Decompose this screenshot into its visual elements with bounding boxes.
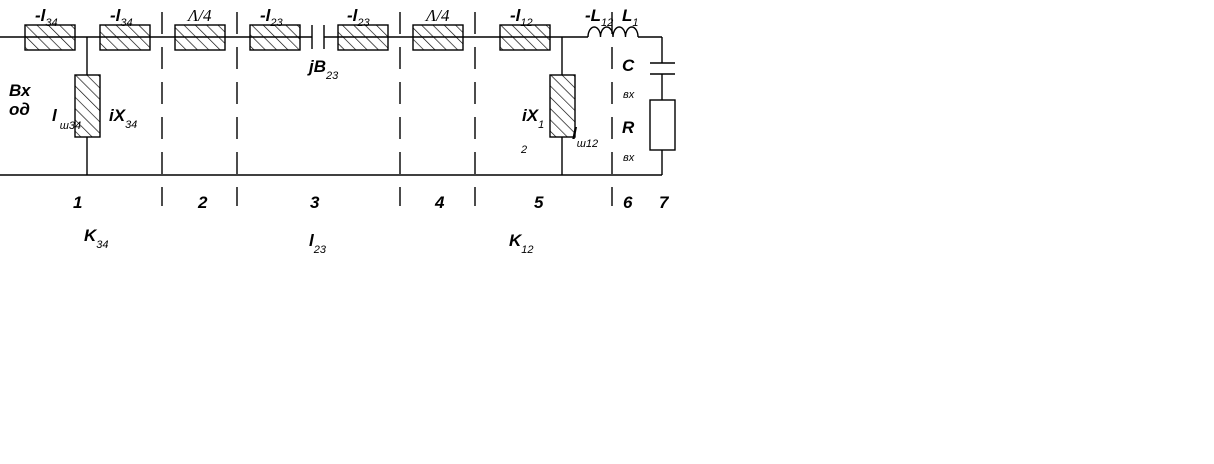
label-quarter-wave-b: Λ/4 — [424, 6, 450, 25]
label-L12: -L12 — [585, 6, 613, 29]
section-number-2: 2 — [197, 193, 208, 212]
section-number-5: 5 — [534, 193, 544, 212]
label-l34-b: -l34 — [110, 6, 133, 29]
series-elements — [24, 24, 551, 51]
section-number-3: 3 — [310, 193, 320, 212]
label-input-line1: Вх — [9, 81, 32, 100]
label-l12: -l12 — [510, 6, 533, 29]
element-l34-b — [99, 24, 151, 51]
label-l34-a: -l34 — [35, 6, 58, 29]
section-dividers — [161, 12, 613, 206]
label-jb23: jB23 — [307, 57, 339, 82]
label-stub12-length: lш12 — [572, 124, 598, 150]
section-number-6: 6 — [623, 193, 633, 212]
label-k34: K34 — [84, 226, 109, 251]
label-c: C — [622, 56, 635, 75]
label-l23-b: -l23 — [347, 6, 371, 29]
label-r: R — [622, 118, 635, 137]
stub-12 — [549, 37, 576, 175]
inductor-coil — [587, 26, 639, 38]
element-quarter-wave-b — [412, 24, 464, 51]
series-capacitor-jb23 — [311, 25, 325, 49]
resistor-rvx — [649, 99, 676, 151]
load-branch — [649, 37, 676, 175]
label-stub34-reactance: iX34 — [109, 106, 137, 131]
section-number-7: 7 — [659, 193, 670, 212]
element-l23-a — [249, 24, 301, 51]
section-number-4: 4 — [434, 193, 445, 212]
element-l23-b — [337, 24, 389, 51]
label-input-line2: од — [9, 100, 30, 119]
element-quarter-wave-a — [174, 24, 226, 51]
label-k12: K12 — [509, 231, 534, 256]
label-r-sub: вх — [623, 152, 635, 164]
label-l23-bottom: l23 — [309, 231, 327, 256]
label-l23-a: -l23 — [260, 6, 284, 29]
section-number-1: 1 — [73, 193, 82, 212]
element-l12 — [499, 24, 551, 51]
label-quarter-wave-a: Λ/4 — [186, 6, 212, 25]
label-c-sub: вх — [623, 89, 635, 101]
stub-34 — [74, 37, 101, 175]
element-l34-a — [24, 24, 76, 51]
label-stub12-reactance-sub2: 2 — [520, 144, 527, 156]
label-stub12-reactance: iX1 — [522, 106, 544, 131]
label-L1: L1 — [622, 6, 639, 29]
label-stub34-length: lш34 — [52, 106, 81, 132]
